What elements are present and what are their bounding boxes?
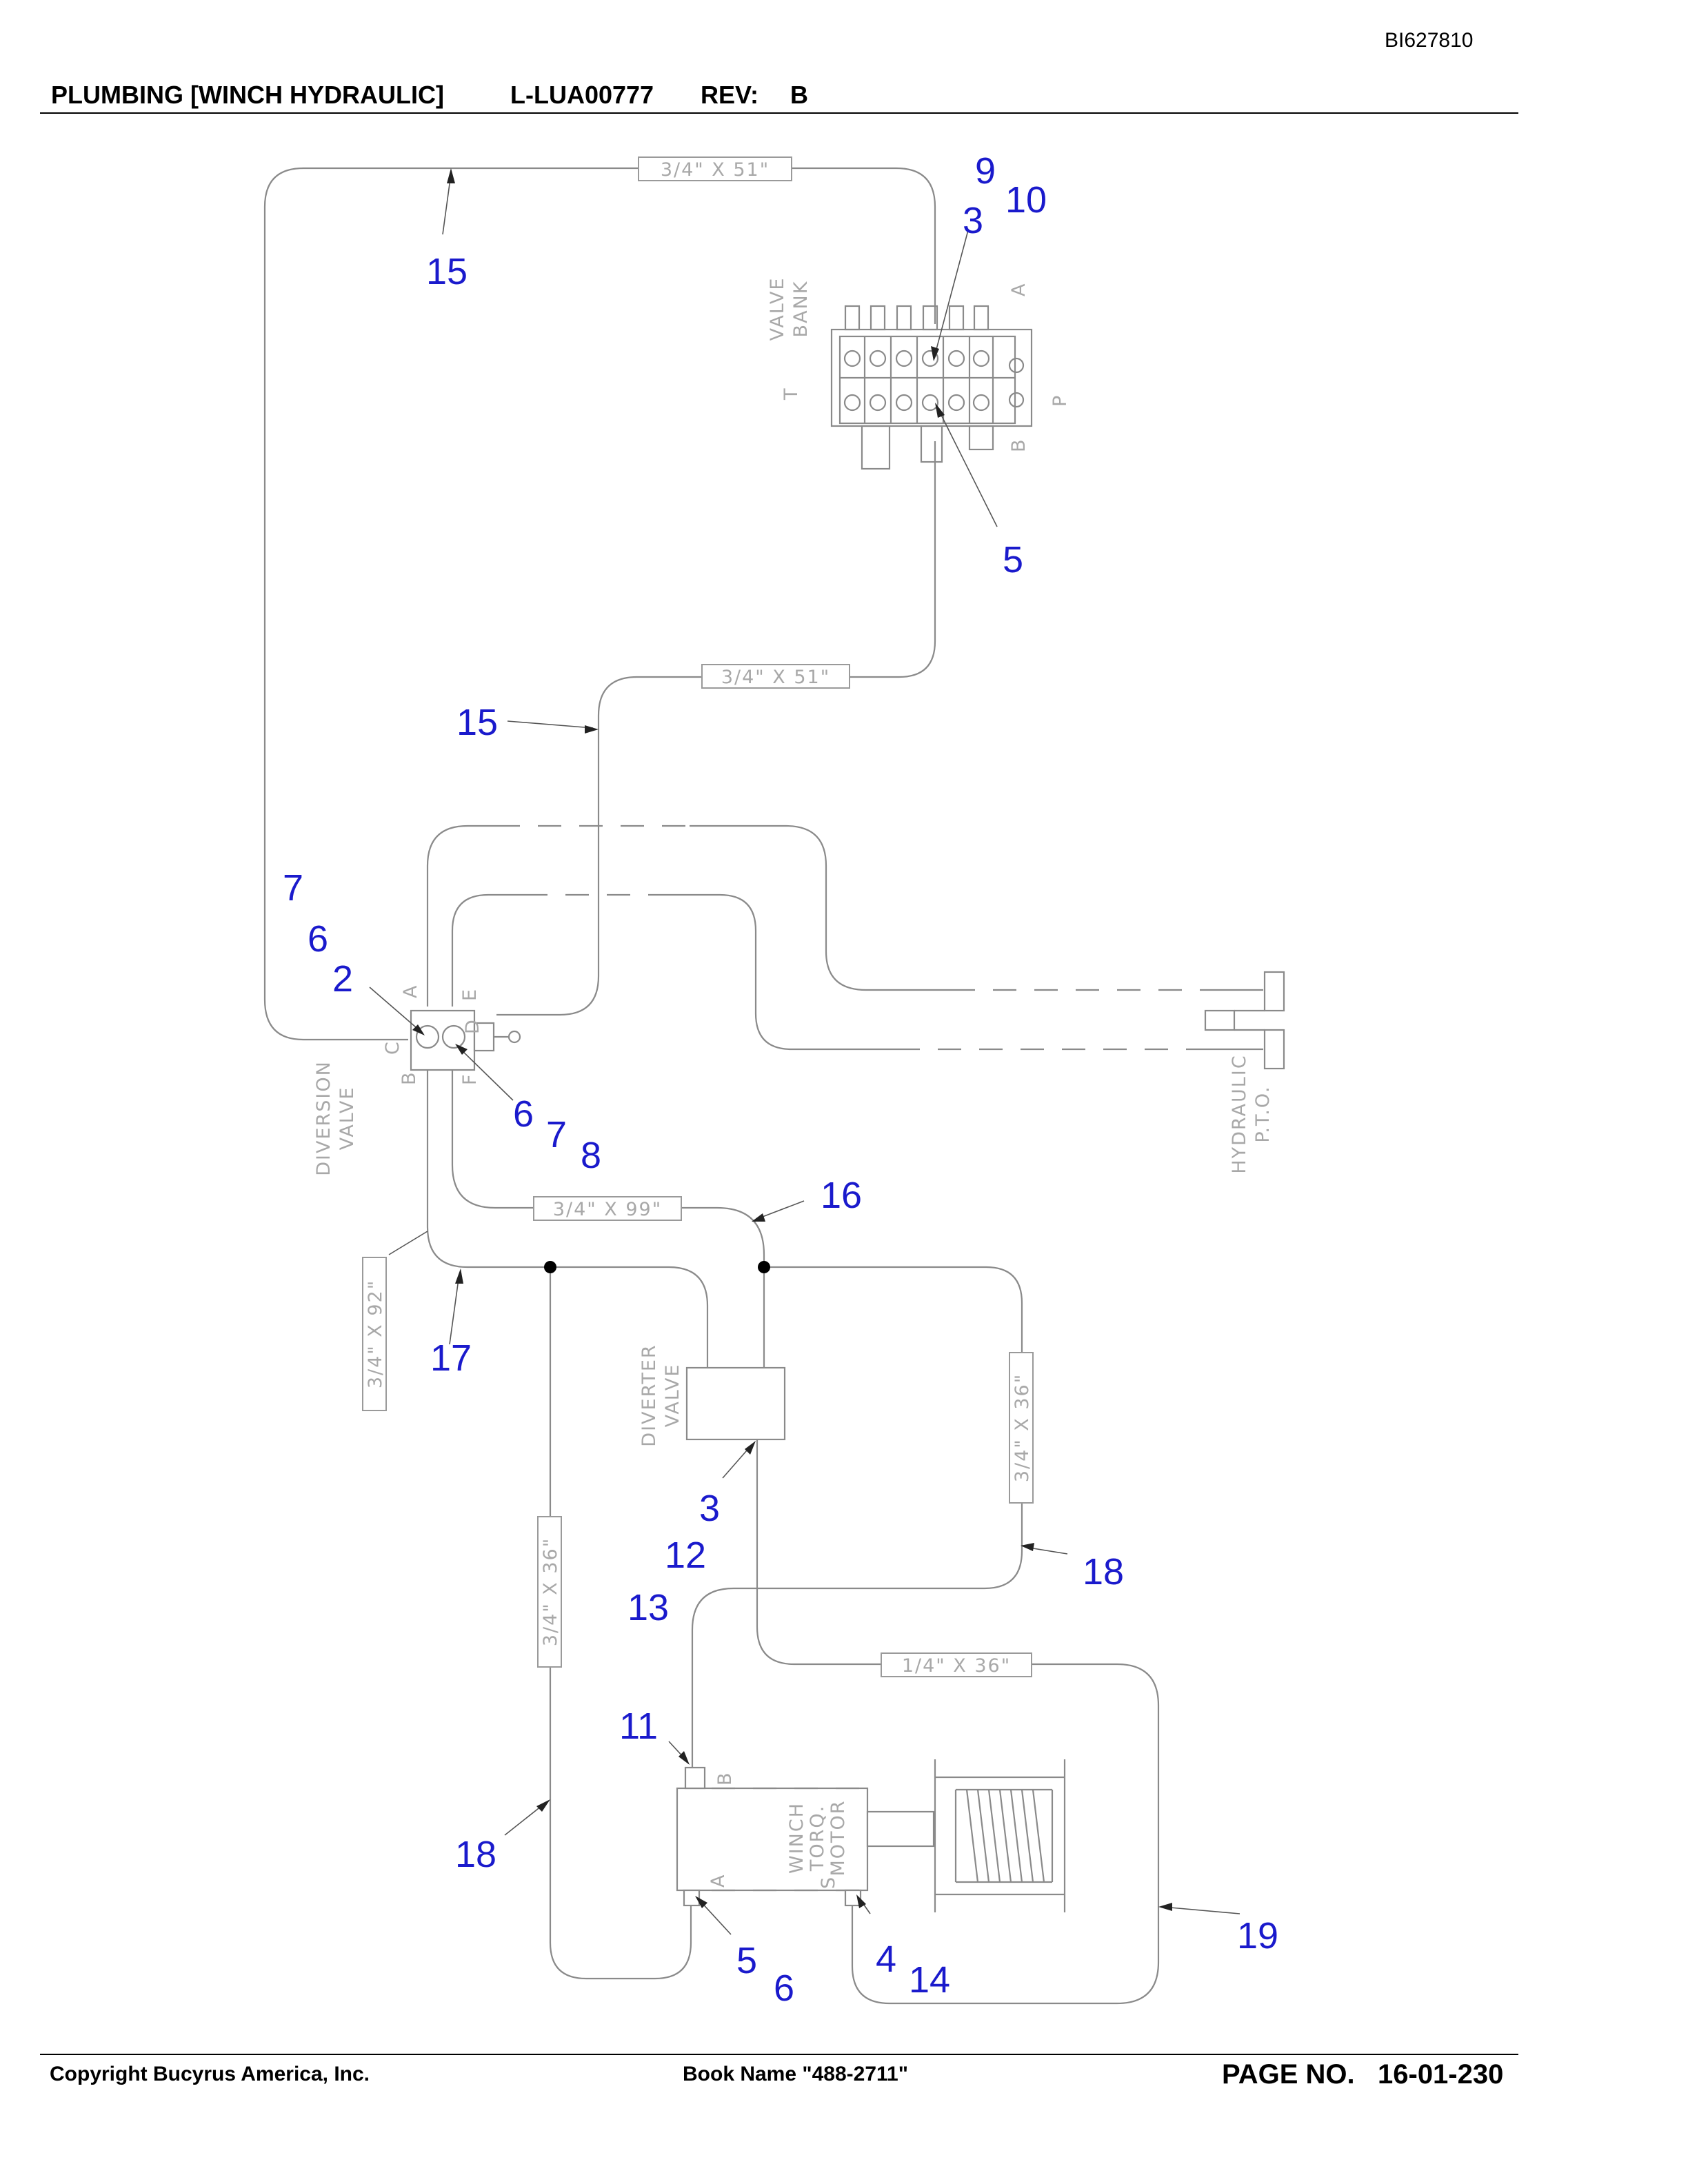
hose-16 (451, 1070, 765, 1267)
valve-bank-label: VALVE BANK (767, 277, 812, 341)
footer-book-name: Book Name "488-2711" (683, 2063, 908, 2085)
callout-3-top: 3 (963, 200, 983, 241)
callout-6-mid: 6 (513, 1093, 534, 1135)
callout-2: 2 (332, 958, 353, 1000)
diversion-valve (410, 1009, 521, 1071)
diversion-port-a: A (400, 984, 421, 998)
callout-13: 13 (627, 1587, 669, 1628)
leader-lines (369, 168, 1240, 1935)
tee-junction-left (544, 1261, 556, 1273)
callout-7-left: 7 (283, 867, 303, 909)
rev-value: B (790, 81, 808, 109)
winch-torque-motor (676, 1766, 935, 1907)
callout-14: 14 (909, 1959, 950, 2001)
hose-18-right (691, 1266, 1023, 1769)
motor-port-s: S (818, 1876, 839, 1889)
pto-line-outer (426, 825, 496, 1007)
hose-17 (426, 1070, 709, 1368)
diverter-valve-label: DIVERTER VALVE (639, 1344, 683, 1446)
winch-drum (934, 1759, 1066, 1912)
pto-line-outer-2 (690, 825, 952, 991)
svg-text:VALVE: VALVE (662, 1364, 683, 1428)
svg-text:HYDRAULIC: HYDRAULIC (1229, 1054, 1250, 1173)
valve-bank-port-p: P (1049, 394, 1071, 407)
callout-18-right: 18 (1083, 1551, 1124, 1593)
callout-5-top: 5 (1003, 539, 1023, 580)
hydraulic-pto (1204, 971, 1285, 1070)
hose-tag-box-17 (362, 1257, 387, 1411)
tee-junction-right (758, 1261, 770, 1273)
hose-tag-box-18-left (537, 1516, 562, 1668)
callout-6-left: 6 (308, 918, 328, 960)
rev-label: REV: (701, 81, 758, 109)
callout-4: 4 (876, 1939, 896, 1980)
footer-copyright: Copyright Bucyrus America, Inc. (50, 2063, 370, 2085)
hose-tag-box-16 (533, 1196, 682, 1221)
callout-6-low: 6 (774, 1968, 794, 2009)
callout-18-left: 18 (455, 1834, 496, 1875)
hose-tag-19: 1/4" X 36" (902, 1655, 1011, 1677)
callout-19: 19 (1237, 1915, 1278, 1957)
callout-10: 10 (1005, 179, 1047, 221)
callout-15-top: 15 (426, 251, 468, 292)
hose-tag-18-left: 3/4" X 36" (540, 1537, 561, 1646)
part-number: L-LUA00777 (510, 81, 654, 109)
svg-text:P.T.O.: P.T.O. (1252, 1085, 1274, 1142)
page-title: PLUMBING [WINCH HYDRAULIC] (51, 81, 444, 109)
callout-16: 16 (821, 1175, 862, 1216)
valve-bank (830, 305, 1033, 470)
svg-text:WINCH: WINCH (786, 1802, 807, 1874)
callout-12: 12 (665, 1535, 706, 1576)
hose-tag-box-18-right (1009, 1352, 1034, 1504)
callout-7-mid: 7 (546, 1114, 567, 1155)
pto-line-inner-2 (662, 893, 896, 1051)
diversion-valve-label: DIVERSION VALVE (313, 1060, 358, 1176)
svg-text:BANK: BANK (790, 281, 812, 338)
doc-id: BI627810 (1385, 29, 1473, 52)
callout-8: 8 (581, 1135, 601, 1176)
hose-15-top (263, 167, 936, 1041)
callout-9: 9 (975, 150, 996, 192)
hose-tag-top-15: 3/4" X 51" (661, 159, 770, 181)
motor-port-b: B (714, 1771, 736, 1786)
hose-18-left (549, 1267, 692, 1980)
callout-17: 17 (430, 1337, 472, 1379)
hose-tag-16: 3/4" X 99" (553, 1199, 662, 1220)
pto-line-inner (451, 893, 524, 1007)
svg-text:DIVERTER: DIVERTER (639, 1344, 660, 1446)
hydraulic-pto-label: HYDRAULIC P.T.O. (1229, 1054, 1274, 1173)
hose-tag-18-right: 3/4" X 36" (1012, 1373, 1033, 1482)
svg-text:VALVE: VALVE (336, 1086, 358, 1151)
hose-19 (756, 1439, 1160, 2005)
motor-port-a: A (707, 1874, 729, 1888)
hose-tag-mid-15: 3/4" X 51" (721, 667, 830, 688)
hose-tag-box-top-15 (638, 156, 792, 181)
callout-3-low: 3 (699, 1488, 720, 1529)
footer-page-label: PAGE NO. (1222, 2059, 1355, 2090)
diversion-port-f: F (459, 1073, 481, 1085)
callout-11: 11 (619, 1706, 658, 1747)
hose-tag-box-19 (881, 1652, 1032, 1677)
diverter-valve (685, 1366, 786, 1441)
diversion-port-d: D (462, 1018, 483, 1034)
diversion-port-b: B (399, 1071, 420, 1085)
svg-text:TORQ.: TORQ. (807, 1805, 828, 1872)
callout-5-low: 5 (736, 1940, 757, 1981)
svg-text:MOTOR: MOTOR (827, 1799, 849, 1876)
valve-bank-port-t: T (781, 387, 802, 401)
svg-text:DIVERSION: DIVERSION (313, 1060, 334, 1176)
valve-bank-port-a: A (1008, 283, 1029, 296)
footer-page-number: 16-01-230 (1378, 2059, 1503, 2090)
winch-motor-label: WINCH TORQ. MOTOR (786, 1799, 849, 1876)
svg-text:VALVE: VALVE (767, 277, 788, 341)
diversion-port-c: C (382, 1040, 403, 1055)
callout-15-mid: 15 (456, 702, 498, 743)
hose-15-mid (496, 441, 936, 1016)
hose-tag-17: 3/4" X 92" (365, 1280, 386, 1388)
valve-bank-port-b: B (1008, 438, 1029, 452)
diversion-port-e: E (459, 988, 481, 1001)
hose-tag-box-mid-15 (701, 664, 850, 689)
